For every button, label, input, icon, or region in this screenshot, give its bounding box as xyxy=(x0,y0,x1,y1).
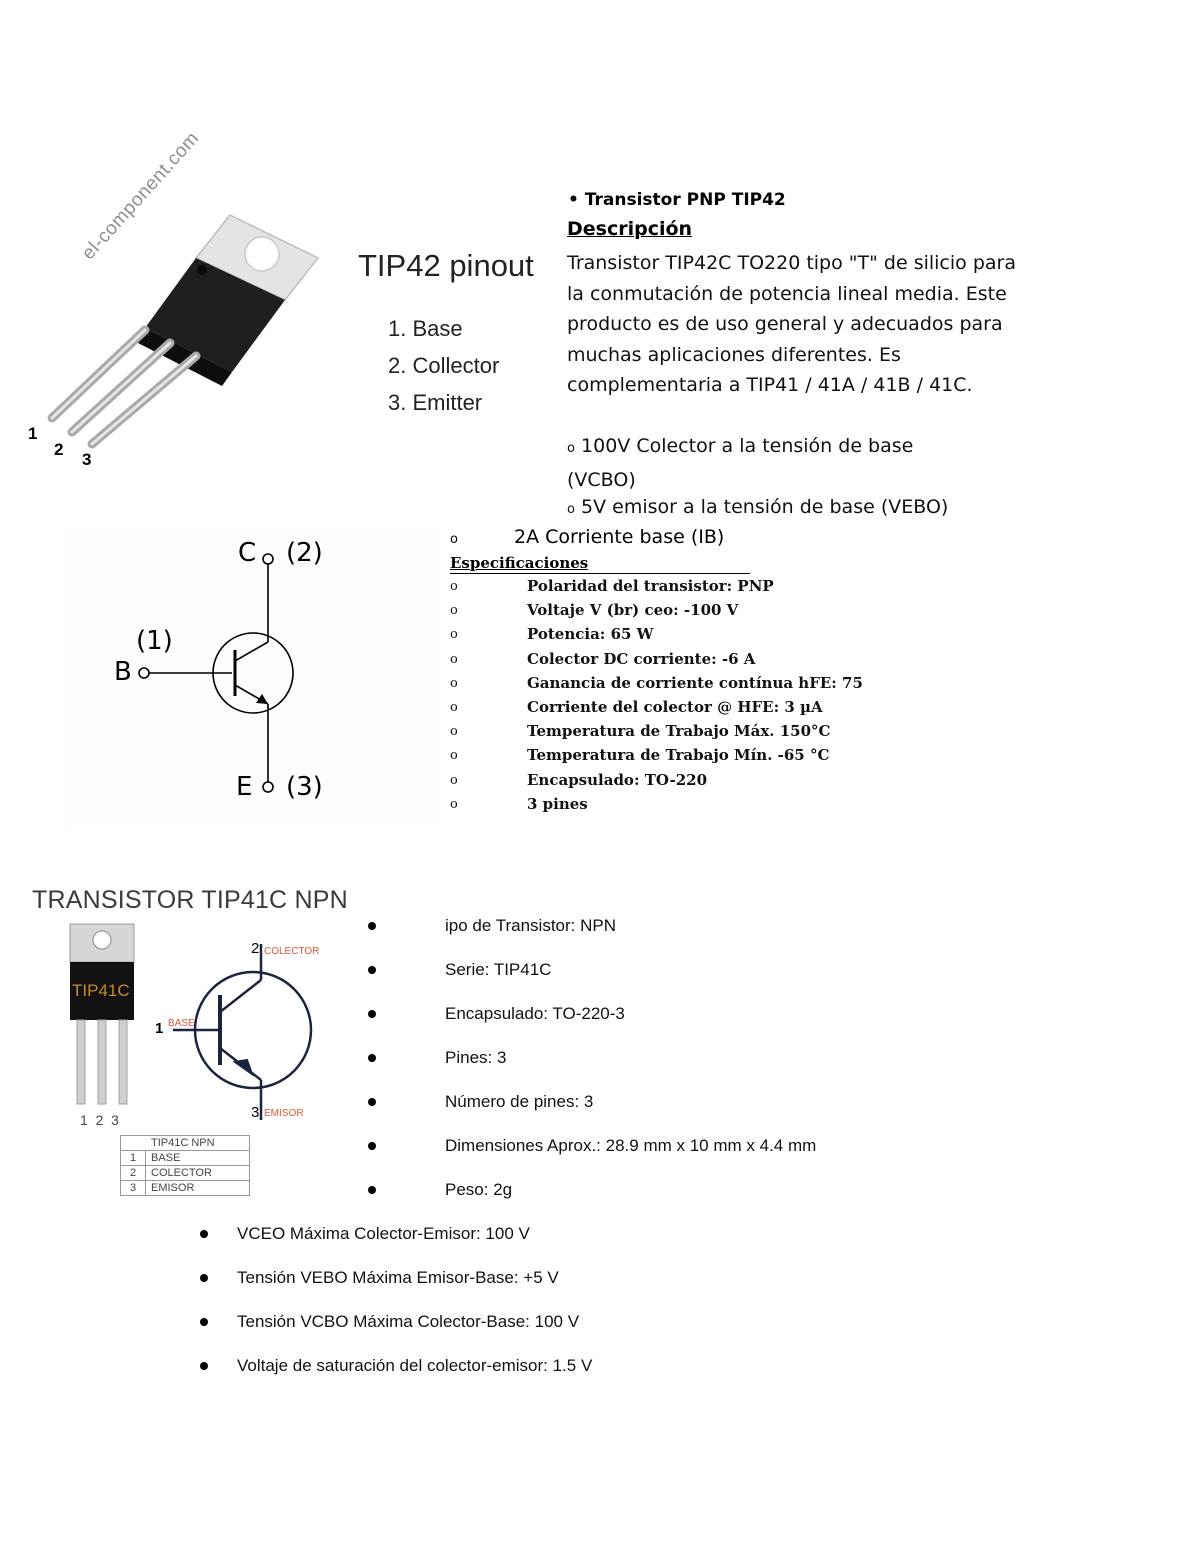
table-row: 1 BASE xyxy=(120,1150,250,1166)
circle-marker-icon: o xyxy=(450,796,458,812)
pin-label-3: 3 xyxy=(82,450,92,469)
circle-marker-icon: o xyxy=(450,651,458,667)
table-row: 3 EMISOR xyxy=(120,1180,250,1196)
spec-text: Colector DC corriente: -6 A xyxy=(527,649,756,668)
bullet-dot-icon xyxy=(368,1098,376,1106)
spec-text: 3 pines xyxy=(527,794,588,813)
circle-marker-icon: o xyxy=(450,627,458,643)
bullet-dot-icon xyxy=(368,1186,376,1194)
npn-spec-text: Voltaje de saturación del colector-emiso… xyxy=(237,1356,593,1375)
package-label: TIP41C xyxy=(72,981,130,1000)
bullet-dot-icon xyxy=(368,1142,376,1150)
base-current-text: 2A Corriente base (IB) xyxy=(514,526,725,548)
pin-label-1: 1 xyxy=(28,424,38,443)
pin-table-num: 3 xyxy=(120,1180,146,1196)
pin-table-num: 1 xyxy=(120,1150,146,1166)
tip41c-package-image xyxy=(69,923,135,1105)
pnp-bullet-text: Transistor PNP TIP42 xyxy=(584,190,786,210)
spec-text: Encapsulado: TO-220 xyxy=(527,770,708,789)
npn-spec-text: Dimensiones Aprox.: 28.9 mm x 10 mm x 4.… xyxy=(445,1136,817,1155)
npn-symbol-diagram xyxy=(173,944,313,1120)
pin-table-header-row: TIP41C NPN xyxy=(120,1135,250,1151)
circle-marker-icon: o xyxy=(567,502,575,517)
collector-letter: C xyxy=(238,538,257,568)
bullet-dot-icon xyxy=(200,1274,208,1282)
npn-spec-text: Tensión VEBO Máxima Emisor-Base: +5 V xyxy=(237,1268,559,1287)
symbol-base-label: B xyxy=(114,657,132,687)
symbol-collector-label: C xyxy=(238,538,256,568)
tip41c-pin-numbers: 1 2 3 xyxy=(80,1112,119,1128)
circle-marker-icon: o xyxy=(450,675,458,691)
spec-text: Ganancia de corriente contínua hFE: 75 xyxy=(527,673,863,692)
npn-spec-text: Peso: 2g xyxy=(445,1180,513,1199)
table-row: 2 COLECTOR xyxy=(120,1165,250,1181)
spec-text: Temperatura de Trabajo Máx. 150°C xyxy=(527,722,831,741)
pin-table-num: 2 xyxy=(120,1165,146,1181)
npn-base-num: 1 xyxy=(155,1020,164,1037)
pin-table: TIP41C NPN 1 BASE 2 COLECTOR 3 EMISOR xyxy=(120,1135,250,1196)
pinout-item-emitter: 3. Emitter xyxy=(388,390,483,415)
bullet-dot-icon xyxy=(368,1010,376,1018)
sub-item-vcbo-line1: 100V Colector a la tensión de base xyxy=(581,435,914,457)
npn-spec-text: Tensión VCBO Máxima Colector-Base: 100 V xyxy=(237,1312,580,1331)
circle-marker-icon: o xyxy=(567,441,575,456)
bullet-dot-icon xyxy=(200,1318,208,1326)
tip41c-title: TRANSISTOR TIP41C NPN xyxy=(32,886,348,914)
npn-emitter-num: 3 xyxy=(251,1104,260,1121)
npn-spec-text: Número de pines: 3 xyxy=(445,1092,594,1111)
pin-label-2: 2 xyxy=(54,440,64,459)
npn-spec-text: ipo de Transistor: NPN xyxy=(445,916,617,935)
circle-marker-icon: o xyxy=(450,603,458,619)
spec-text: Polaridad del transistor: PNP xyxy=(527,577,774,595)
npn-collector-label: COLECTOR xyxy=(264,946,320,957)
npn-base-label: BASE xyxy=(168,1018,195,1029)
pinout-item-collector: 2. Collector xyxy=(388,353,500,378)
spec-text: Corriente del colector @ HFE: 3 µA xyxy=(527,698,823,716)
bullet-dot-icon xyxy=(368,966,376,974)
spec-text: Voltaje V (br) ceo: -100 V xyxy=(527,601,739,620)
symbol-emitter-label: E xyxy=(236,772,253,802)
description-heading: Descripción xyxy=(567,218,693,240)
circle-marker-icon: o xyxy=(450,772,458,788)
description-paragraph: Transistor TIP42C TO220 tipo "T" de sili… xyxy=(567,252,1016,396)
sub-item-vcbo-line2: (VCBO) xyxy=(567,468,636,491)
sub-item-vebo-text: 5V emisor a la tensión de base (VEBO) xyxy=(581,496,949,518)
sub-item-vebo: o 5V emisor a la tensión de base (VEBO) xyxy=(567,492,948,526)
npn-spec-text: VCEO Máxima Colector-Emisor: 100 V xyxy=(237,1224,530,1243)
npn-spec-text: Pines: 3 xyxy=(445,1048,507,1067)
circle-marker-icon: o xyxy=(450,724,458,740)
pin-table-name: EMISOR xyxy=(145,1180,250,1196)
pnp-symbol-diagram xyxy=(70,528,440,828)
tip42-package-image xyxy=(47,214,320,449)
sub-item-vcbo: o 100V Colector a la tensión de base (VC… xyxy=(567,431,913,495)
circle-marker-icon: o xyxy=(450,700,458,715)
pinout-item-base: 1. Base xyxy=(388,316,463,341)
circle-marker-icon: o xyxy=(450,532,458,547)
pinout-title: TIP42 pinout xyxy=(358,248,534,283)
circle-marker-icon: o xyxy=(450,748,458,764)
pin-table-header: TIP41C NPN xyxy=(120,1135,250,1151)
pnp-bullet: • Transistor PNP TIP42 xyxy=(568,190,786,210)
bullet-dot-icon xyxy=(200,1230,208,1238)
npn-collector-num: 2 xyxy=(251,940,260,957)
symbol-emitter-num: (3) xyxy=(286,772,323,802)
pin-table-name: COLECTOR xyxy=(145,1165,250,1181)
pin-table-name: BASE xyxy=(145,1150,250,1166)
npn-emitter-label: EMISOR xyxy=(264,1108,304,1119)
bullet-dot-icon xyxy=(368,922,376,930)
specifications-heading: Especificaciones xyxy=(450,553,750,574)
spec-text: Temperatura de Trabajo Mín. -65 °C xyxy=(527,746,830,765)
bullet-dot-icon xyxy=(368,1054,376,1062)
circle-marker-icon: o xyxy=(450,579,458,594)
bullet-dot-icon: • xyxy=(568,190,585,210)
npn-spec-text: Encapsulado: TO-220-3 xyxy=(445,1004,625,1023)
symbol-collector-num: (2) xyxy=(286,538,323,568)
symbol-base-num: (1) xyxy=(136,626,173,656)
npn-spec-text: Serie: TIP41C xyxy=(445,960,552,979)
spec-text: Potencia: 65 W xyxy=(527,625,654,644)
bullet-dot-icon xyxy=(200,1362,208,1370)
